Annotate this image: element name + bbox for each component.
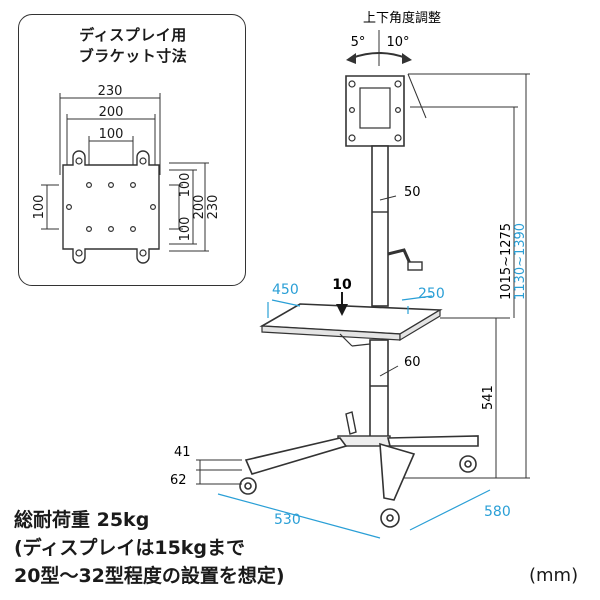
shelf-gap-dim: 10 [332, 277, 352, 293]
bracket-plate [62, 150, 160, 264]
shelf-width-dim: 450 [272, 282, 299, 298]
bracket-dim-right-200: 200 [192, 195, 207, 220]
vesa-plate-holes [348, 80, 402, 142]
upper-pole [371, 145, 389, 307]
caption-display-limit: (ディスプレイは15kgまで [14, 537, 246, 559]
vesa-plate-center [359, 87, 391, 129]
tilt-arc [351, 52, 407, 59]
pole-upper-dim: 50 [404, 185, 421, 200]
base-height-62-dim: 62 [170, 473, 187, 488]
shelf-depth-dim: 250 [418, 286, 445, 302]
base-height-41-dim: 41 [174, 445, 191, 460]
bracket-dim-left-100: 100 [32, 195, 47, 220]
base-leg-front [379, 442, 416, 501]
tilt-forward-angle: 10° [386, 35, 409, 50]
shelf-height-range-dim: 1015~1275 [499, 223, 514, 300]
bracket-title-line1: ディスプレイ用 [79, 26, 187, 44]
bracket-dim-right-230: 230 [206, 195, 221, 220]
caption-size-range: 20型～32型程度の設置を想定) [14, 565, 285, 587]
shelf-gap-arrow [336, 304, 348, 316]
bracket-dim-100: 100 [99, 127, 124, 142]
bracket-dim-230: 230 [98, 84, 123, 99]
shelf-height-dim: 541 [481, 385, 496, 410]
base-width-dim: 530 [274, 512, 301, 528]
bracket-dim-200: 200 [99, 105, 124, 120]
pole-lower-dim: 60 [404, 355, 421, 370]
tilt-arrow-right [402, 53, 412, 64]
casters [239, 455, 477, 528]
base-leg-left [244, 437, 348, 475]
bracket-dim-right-100b: 100 [178, 217, 193, 242]
base-depth-dim: 580 [484, 504, 511, 520]
total-height-range-dim: 1130~1390 [513, 223, 528, 300]
bracket-panel-title: ディスプレイ用 ブラケット寸法 [19, 25, 247, 67]
base-leg-right [386, 435, 479, 447]
tilt-back-angle: 5° [351, 35, 366, 50]
bracket-dim-right-100a: 100 [178, 173, 193, 198]
bracket-holes [65, 157, 157, 257]
bracket-drawing: 230 200 100 100 100 100 200 230 [32, 84, 221, 264]
caption-load: 総耐荷重 25kg [14, 509, 150, 531]
tilt-arrow-left [346, 53, 356, 64]
bracket-dimensions-panel: ディスプレイ用 ブラケット寸法 [18, 14, 246, 286]
lower-pole [369, 339, 389, 445]
tilt-label: 上下角度調整 [363, 10, 441, 26]
unit-label: (mm) [529, 565, 579, 586]
bracket-title-line2: ブラケット寸法 [78, 47, 188, 65]
